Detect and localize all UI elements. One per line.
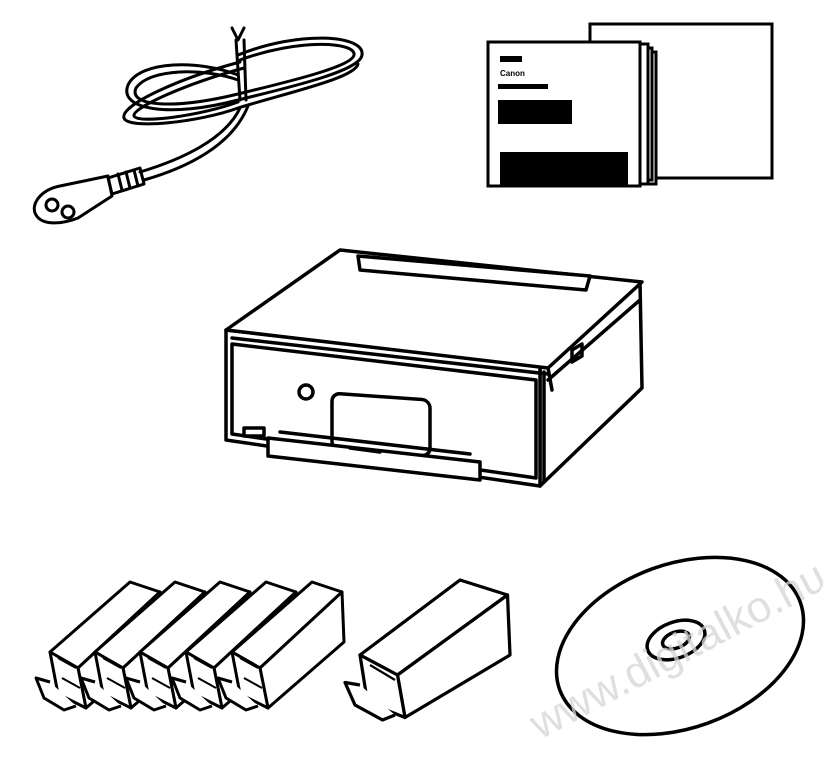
ink-cartridge-icon	[343, 578, 512, 722]
printer-icon	[224, 248, 644, 488]
manual-documents-icon: Canon	[486, 22, 774, 188]
power-cord-icon	[32, 26, 364, 225]
ink-cartridges-group	[34, 578, 512, 722]
watermark-text: www.digitalko.hu	[521, 552, 823, 750]
printer-power-button	[297, 383, 315, 401]
setup-cd-icon	[554, 555, 806, 737]
brand-label: Canon	[500, 69, 525, 78]
